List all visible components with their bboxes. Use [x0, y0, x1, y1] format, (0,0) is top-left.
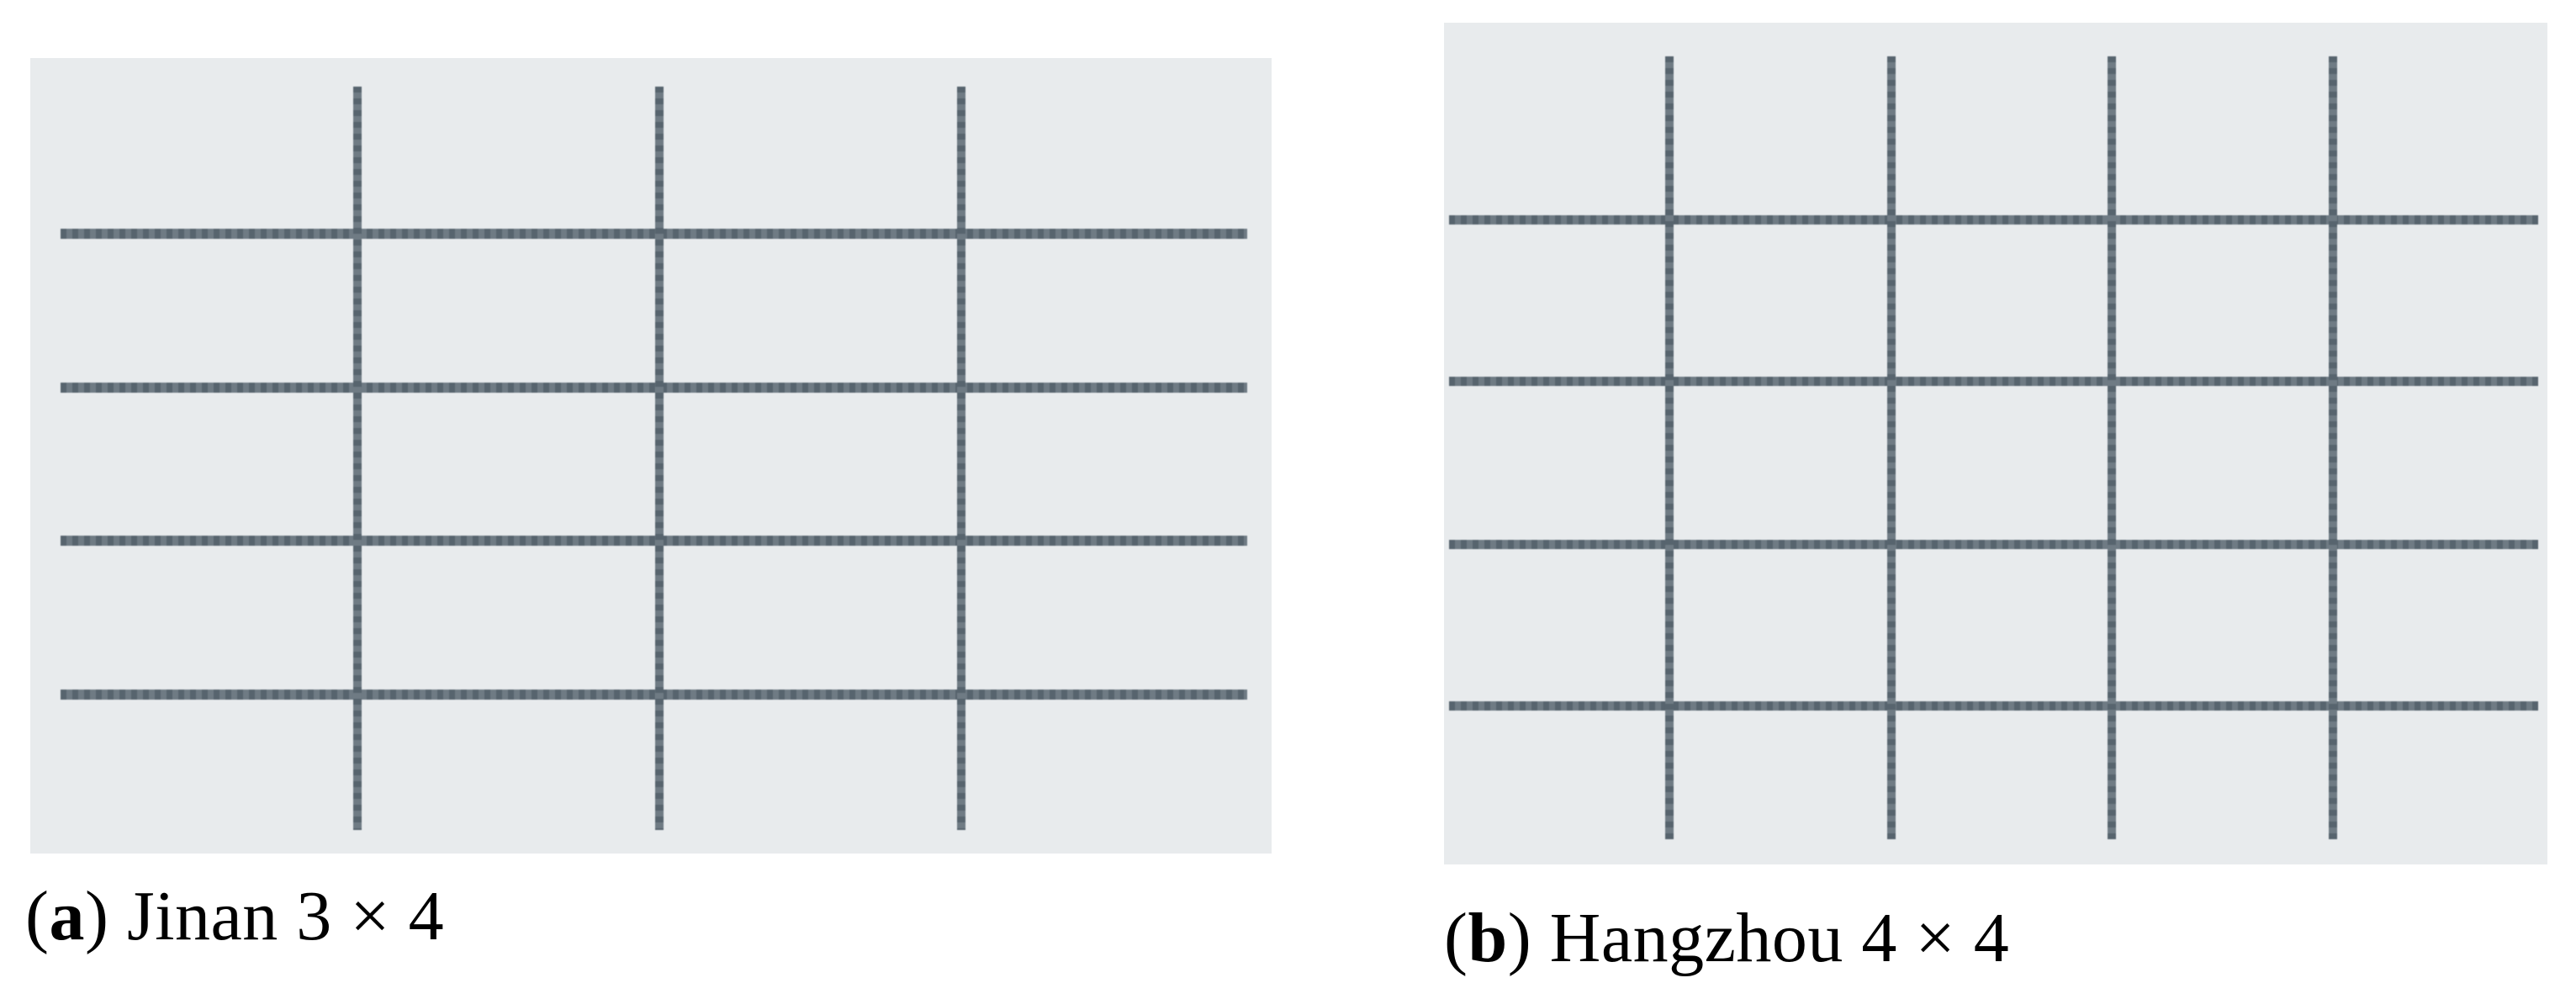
grid-line-horizontal-a — [61, 690, 1247, 700]
grid-line-vertical-b — [2108, 56, 2116, 839]
caption-a-text: ) Jinan 3 × 4 — [84, 877, 445, 955]
grid-line-horizontal-a — [61, 383, 1247, 393]
grid-line-vertical-a — [957, 87, 965, 830]
caption-panel-b: (b) Hangzhou 4 × 4 — [1444, 903, 2009, 974]
grid-line-horizontal-b — [1449, 539, 2538, 549]
panel-a-jinan-grid — [30, 58, 1272, 854]
caption-b-letter: b — [1468, 899, 1508, 977]
grid-line-vertical-b — [1665, 56, 1674, 839]
grid-line-vertical-b — [1887, 56, 1896, 839]
caption-b-text: ) Hangzhou 4 × 4 — [1507, 899, 2010, 977]
grid-line-horizontal-a — [61, 536, 1247, 546]
grid-line-vertical-a — [353, 87, 362, 830]
grid-line-horizontal-b — [1449, 700, 2538, 711]
caption-b-paren-open: ( — [1444, 899, 1468, 977]
caption-panel-a: (a) Jinan 3 × 4 — [25, 881, 444, 952]
panel-b-hangzhou-grid — [1444, 23, 2547, 864]
caption-a-letter: a — [49, 877, 85, 955]
grid-line-horizontal-b — [1449, 376, 2538, 386]
grid-line-vertical-a — [655, 87, 664, 830]
caption-a-paren-open: ( — [25, 877, 50, 955]
grid-line-horizontal-a — [61, 229, 1247, 239]
grid-line-horizontal-b — [1449, 214, 2538, 225]
grid-line-vertical-b — [2329, 56, 2337, 839]
